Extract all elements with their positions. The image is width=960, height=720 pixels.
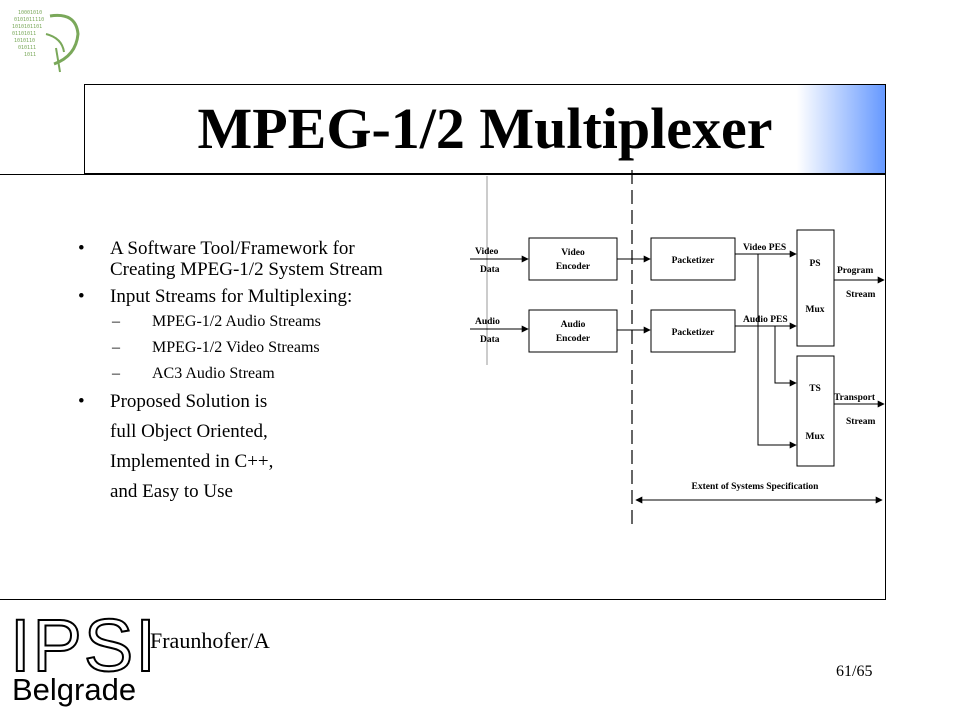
audio-packetizer-box [650,309,736,353]
sub-bullet-item: – MPEG-1/2 Video Streams [78,339,458,357]
svg-text:010111: 010111 [18,45,36,51]
page-number: 61/65 [836,663,873,680]
title-gradient [725,85,885,173]
bullet-text: A Software Tool/Framework for [110,238,355,259]
transport-stream-label: Transport [834,393,876,403]
ps-mux-label: Mux [806,305,825,315]
bullet-icon: • [78,238,85,259]
video-packetizer-box [650,237,736,281]
content-frame [0,174,886,600]
bullet-list: • A Software Tool/Framework for Creating… [78,238,458,502]
bullet-icon: • [78,286,85,307]
belgrade-label: Belgrade [12,672,137,707]
svg-text:1011: 1011 [24,52,36,58]
sub-bullet-item: – AC3 Audio Stream [78,365,458,383]
title-frame: MPEG-1/2 Multiplexer [84,84,886,174]
sub-bullet-text: MPEG-1/2 Video Streams [152,339,320,356]
bullet-text: Creating MPEG-1/2 System Stream [110,259,383,280]
sub-bullet-item: – MPEG-1/2 Audio Streams [78,313,458,331]
top-logo-icon: 10001010 0101011110 1010101101 01101011 … [12,10,80,73]
sub-bullet-text: MPEG-1/2 Audio Streams [152,313,321,330]
program-stream-label: Stream [846,290,875,300]
bullet-continuation: and Easy to Use [110,481,233,502]
audio-data-label: Data [480,335,500,345]
ipsi-logo: IPSI Belgrade [8,605,157,712]
video-encoder-box [528,237,618,281]
video-data-label: Data [480,265,500,275]
ps-mux-label: PS [809,259,820,269]
ts-mux-label: TS [809,384,821,394]
ts-mux-label: Mux [806,432,825,442]
program-stream-label: Program [837,266,873,276]
video-encoder-label: Video [561,248,585,258]
extent-label: Extent of Systems Specification [692,482,820,492]
ipsi-logo-letters: IPSI [9,604,158,687]
svg-text:0101011110: 0101011110 [14,17,44,23]
audio-encoder-label: Encoder [556,334,591,344]
audio-packetizer-label: Packetizer [672,328,716,338]
video-packetizer-label: Packetizer [672,256,716,266]
dash-icon: – [112,339,120,356]
bullet-text: Input Streams for Multiplexing: [110,286,353,307]
video-data-label: Video [475,247,499,257]
svg-text:10001010: 10001010 [18,10,42,16]
sub-bullet-text: AC3 Audio Stream [152,365,275,382]
svg-text:1010110: 1010110 [14,38,35,44]
bullet-text: Proposed Solution is [110,391,268,412]
video-pes-label: Video PES [743,243,786,253]
ps-mux-box [796,229,835,347]
bullet-continuation: Implemented in C++, [110,451,274,472]
bullet-item: • Proposed Solution is [78,391,458,412]
video-pes-branch [757,254,797,449]
audio-pes-branch [774,326,797,387]
bullet-item: • Input Streams for Multiplexing: [78,286,458,307]
audio-encoder-box [528,309,618,353]
audio-data-label: Audio [475,317,500,327]
audio-encoder-label: Audio [561,320,586,330]
transport-stream-label: Stream [846,417,875,427]
svg-text:01101011: 01101011 [12,31,36,37]
video-encoder-label: Encoder [556,262,591,272]
ts-mux-box [796,355,835,467]
bullet-item: • A Software Tool/Framework for Creating… [78,238,458,280]
dash-icon: – [112,313,120,330]
svg-text:1010101101: 1010101101 [12,24,42,30]
dash-icon: – [112,365,120,382]
bullet-continuation: full Object Oriented, [110,421,268,442]
page-title: MPEG-1/2 Multiplexer [197,96,773,161]
audio-pes-label: Audio PES [743,315,788,325]
bullet-icon: • [78,391,85,412]
footer-organization: Fraunhofer/A [150,628,270,653]
